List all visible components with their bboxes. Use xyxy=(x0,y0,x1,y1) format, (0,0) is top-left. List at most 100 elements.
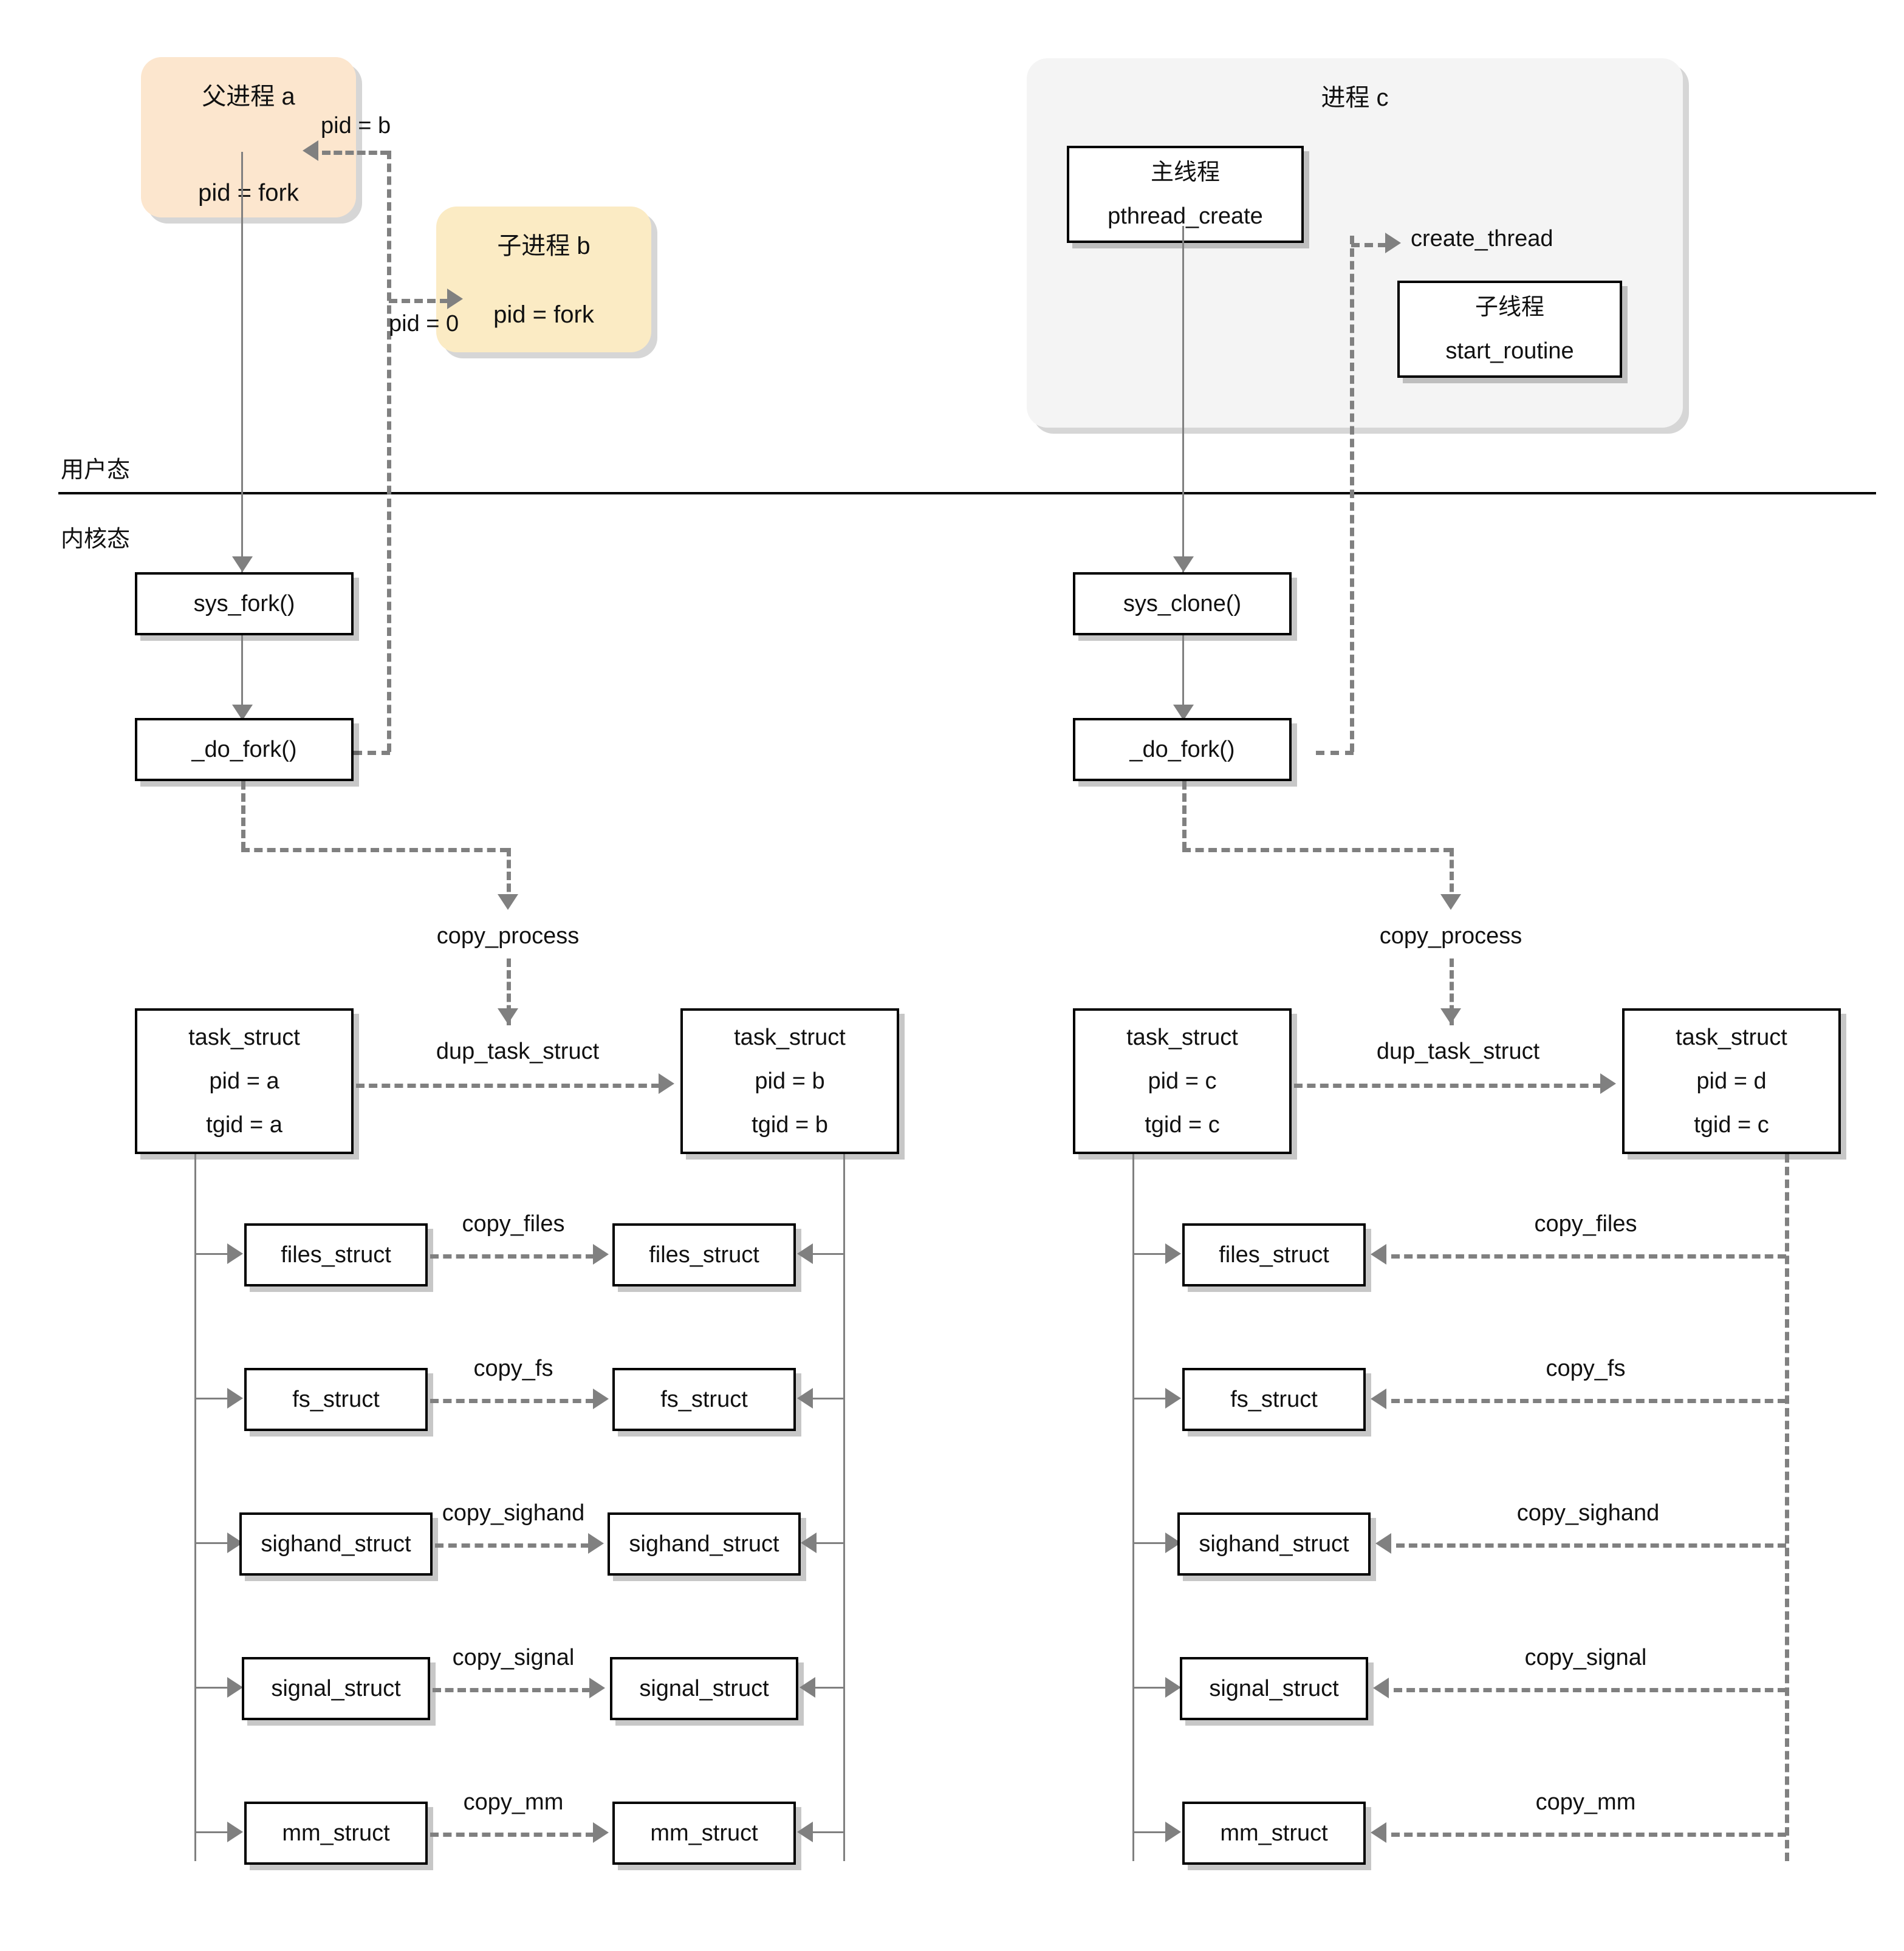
copy-files-arrowhead-right xyxy=(1371,1244,1386,1265)
copy-mm-label-right: copy_mm xyxy=(1535,1789,1636,1815)
task-struct-pid-b: pid = b xyxy=(755,1068,825,1094)
dofork-copyprocess-drop-left xyxy=(241,781,245,850)
task-struct-pid-c: pid = c xyxy=(1148,1068,1217,1094)
task-c-to-mm-line xyxy=(1132,1831,1169,1833)
mm-struct-c-label: mm_struct xyxy=(1220,1820,1328,1846)
copy-sighand-arrowhead-left xyxy=(588,1533,604,1554)
task-b-to-signal-arrowhead xyxy=(800,1677,815,1698)
pid-0-arrowhead xyxy=(447,289,463,309)
copyprocess-drop-right xyxy=(1450,848,1454,904)
pid-0-dash xyxy=(389,299,448,303)
copyprocess-to-task-arrowhead-left xyxy=(498,1008,518,1024)
copyprocess-drop-left xyxy=(507,848,511,904)
task-struct-tgid-d: tgid = c xyxy=(1694,1112,1769,1138)
task-a-to-signal-arrowhead xyxy=(227,1677,243,1698)
sys-fork-box: sys_fork() xyxy=(135,572,354,635)
task-struct-name-b: task_struct xyxy=(734,1025,846,1050)
copy-sighand-dash-right xyxy=(1396,1543,1786,1548)
dofork-copyprocess-drop-right xyxy=(1182,781,1187,850)
copy-files-label-left: copy_files xyxy=(462,1211,565,1237)
mm-struct-b: mm_struct xyxy=(612,1802,796,1865)
process-c-title: 进程 c xyxy=(1321,84,1389,111)
dup-task-struct-label-right: dup_task_struct xyxy=(1376,1039,1540,1064)
copy-mm-dash-left xyxy=(430,1833,594,1837)
parent-process-body: pid = fork xyxy=(198,179,299,207)
copy-signal-arrowhead-left xyxy=(589,1678,605,1698)
task-c-to-files-arrowhead xyxy=(1165,1243,1181,1264)
copy-files-dash-left xyxy=(430,1254,594,1259)
dup-task-struct-dash-left xyxy=(356,1084,660,1088)
copyprocess-to-task-left xyxy=(507,958,511,1025)
task-b-to-sighand-arrowhead xyxy=(801,1532,817,1553)
task-struct-parent-right: task_struct pid = c tgid = c xyxy=(1073,1008,1292,1154)
copy-fs-arrowhead-right xyxy=(1371,1389,1386,1409)
dup-task-struct-arrowhead-right xyxy=(1600,1073,1616,1094)
do-fork-box-right: _do_fork() xyxy=(1073,718,1292,781)
task-c-to-signal-arrowhead xyxy=(1165,1677,1181,1698)
kernel-mode-label: 内核态 xyxy=(61,527,131,552)
fork-return-to-dofork xyxy=(354,751,390,755)
main-thread-box: 主线程 pthread_create xyxy=(1067,146,1304,243)
task-struct-child-right: task_struct pid = d tgid = c xyxy=(1622,1008,1841,1154)
files-struct-a-label: files_struct xyxy=(281,1242,391,1268)
main-thread-lifeline xyxy=(1182,226,1184,572)
create-thread-arrowhead xyxy=(1385,233,1401,253)
copy-files-arrowhead-left xyxy=(593,1244,609,1265)
copy-process-label-left: copy_process xyxy=(436,923,580,949)
sysclone-to-dofork-line xyxy=(1182,635,1184,720)
task-c-resource-spine xyxy=(1132,1154,1134,1861)
task-d-resource-spine xyxy=(1785,1154,1789,1861)
copy-files-dash-right xyxy=(1391,1254,1786,1259)
copy-fs-dash-right xyxy=(1391,1399,1786,1403)
copy-signal-dash-right xyxy=(1394,1688,1786,1692)
user-kernel-separator xyxy=(58,492,1876,494)
task-c-to-files-line xyxy=(1132,1253,1169,1255)
task-struct-name-c: task_struct xyxy=(1126,1025,1238,1050)
dofork-copyprocess-run-right xyxy=(1182,848,1452,852)
task-a-to-sighand-line xyxy=(194,1542,231,1544)
main-thread-title: 主线程 xyxy=(1150,160,1220,185)
sysfork-to-dofork-line xyxy=(241,635,243,720)
files-struct-b-label: files_struct xyxy=(649,1242,759,1268)
sys-clone-box: sys_clone() xyxy=(1073,572,1292,635)
sys-clone-label: sys_clone() xyxy=(1123,591,1242,617)
task-b-to-files-line xyxy=(808,1253,844,1255)
task-struct-tgid-c: tgid = c xyxy=(1145,1112,1220,1138)
task-b-to-fs-arrowhead xyxy=(797,1388,813,1409)
sighand-struct-a: sighand_struct xyxy=(239,1512,433,1576)
task-c-to-signal-line xyxy=(1132,1687,1169,1689)
task-c-to-sighand-line xyxy=(1132,1542,1169,1544)
pid-b-return-dash xyxy=(322,151,389,155)
sighand-struct-b-label: sighand_struct xyxy=(629,1531,779,1557)
copy-files-label-right: copy_files xyxy=(1534,1211,1637,1237)
task-b-to-mm-line xyxy=(808,1831,844,1833)
mm-struct-a: mm_struct xyxy=(244,1802,428,1865)
task-a-to-fs-arrowhead xyxy=(227,1388,243,1409)
child-process-body: pid = fork xyxy=(493,301,594,328)
mm-struct-b-label: mm_struct xyxy=(650,1820,758,1846)
main-thread-lifeline-arrowhead xyxy=(1173,556,1194,572)
fs-struct-a-label: fs_struct xyxy=(292,1387,380,1412)
task-a-to-fs-line xyxy=(194,1398,231,1399)
fs-struct-a: fs_struct xyxy=(244,1368,428,1431)
copy-sighand-label-left: copy_sighand xyxy=(442,1500,585,1526)
fs-struct-b: fs_struct xyxy=(612,1368,796,1431)
task-b-to-files-arrowhead xyxy=(797,1243,813,1264)
copyprocess-arrowhead-left xyxy=(498,894,518,910)
copy-sighand-arrowhead-right xyxy=(1375,1533,1391,1554)
copyprocess-arrowhead-right xyxy=(1440,894,1461,910)
task-b-to-sighand-line xyxy=(812,1542,844,1544)
task-struct-child-left: task_struct pid = b tgid = b xyxy=(680,1008,899,1154)
task-struct-pid-a: pid = a xyxy=(209,1068,279,1094)
signal-struct-a-label: signal_struct xyxy=(271,1676,401,1701)
sighand-struct-c: sighand_struct xyxy=(1177,1512,1371,1576)
copy-mm-dash-right xyxy=(1391,1833,1786,1837)
signal-struct-b-label: signal_struct xyxy=(639,1676,769,1701)
dup-task-struct-arrowhead-left xyxy=(659,1073,674,1094)
pid-b-label: pid = b xyxy=(321,113,391,138)
task-struct-parent-left: task_struct pid = a tgid = a xyxy=(135,1008,354,1154)
copyprocess-to-task-right xyxy=(1450,958,1454,1025)
copy-fs-label-right: copy_fs xyxy=(1546,1356,1626,1381)
fork-return-riser xyxy=(387,151,391,752)
